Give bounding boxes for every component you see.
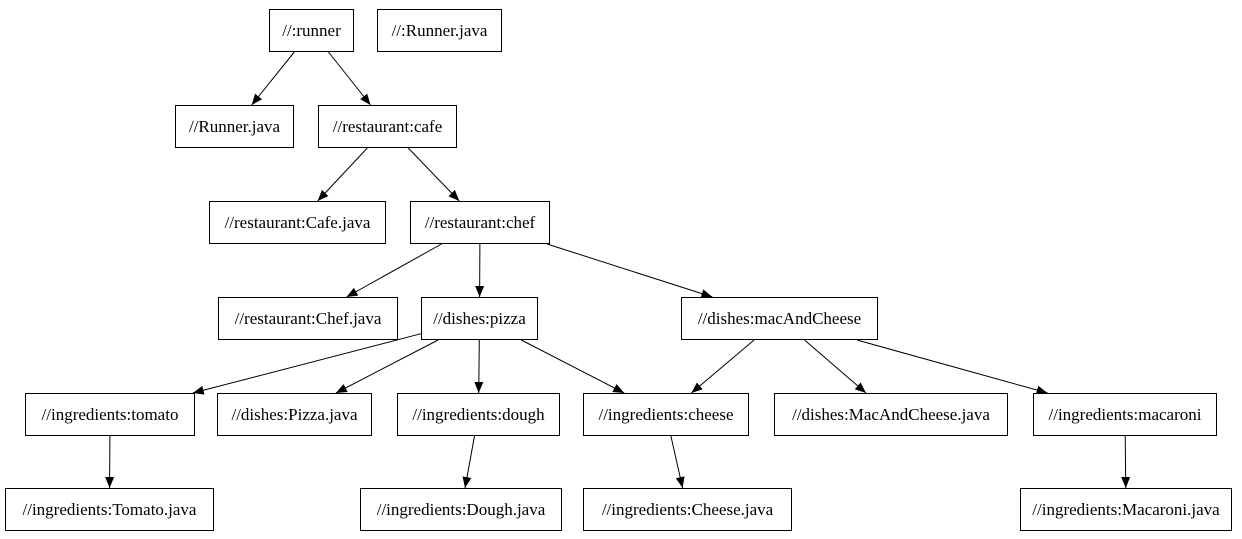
graph-node-macandcheese: //dishes:macAndCheese	[681, 297, 878, 340]
graph-node-label: //:Runner.java	[391, 21, 488, 40]
graph-node-macandcheese-java: //dishes:MacAndCheese.java	[774, 393, 1008, 436]
graph-node-label: //restaurant:cafe	[332, 117, 443, 136]
edge-macandcheese-to-macaroni	[856, 339, 1048, 395]
graph-node-label: //ingredients:tomato	[41, 405, 179, 424]
graph-node-pizza-java: //dishes:Pizza.java	[217, 393, 372, 436]
edge-runner-to-cafe	[328, 51, 371, 106]
graph-node-label: //ingredients:Macaroni.java	[1032, 500, 1220, 519]
edge-runner-to-runner-java	[251, 51, 295, 106]
graph-node-cafe-java: //restaurant:Cafe.java	[209, 201, 386, 244]
edge-macaroni-to-macaroni-java	[1121, 435, 1131, 489]
edge-dough-to-dough-java	[462, 435, 475, 489]
graph-node-macaroni-java: //ingredients:Macaroni.java	[1020, 488, 1232, 531]
graph-node-chef: //restaurant:chef	[410, 201, 550, 244]
graph-node-label: //ingredients:dough	[412, 405, 545, 424]
edge-pizza-to-dough	[474, 339, 484, 394]
graph-node-label: //:runner	[282, 21, 341, 40]
graph-node-label: //Runner.java	[188, 117, 281, 136]
graph-node-cafe: //restaurant:cafe	[318, 105, 457, 148]
graph-node-label: //ingredients:Cheese.java	[601, 500, 774, 519]
graph-node-label: //ingredients:Tomato.java	[22, 500, 197, 519]
graph-node-runner: //:runner	[269, 9, 354, 52]
edge-chef-to-macandcheese	[546, 243, 713, 298]
graph-node-runner-java: //Runner.java	[175, 105, 294, 148]
graph-node-label: //dishes:macAndCheese	[697, 309, 862, 328]
graph-node-label: //restaurant:Cafe.java	[224, 213, 371, 232]
graph-node-label: //dishes:Pizza.java	[231, 405, 358, 424]
edge-cafe-to-chef	[407, 147, 460, 202]
graph-node-dough-java: //ingredients:Dough.java	[360, 488, 562, 531]
edge-cafe-to-cafe-java	[317, 147, 368, 202]
graph-node-dough: //ingredients:dough	[397, 393, 560, 436]
graph-node-label: //ingredients:macaroni	[1048, 405, 1202, 424]
graph-node-runner-java-root: //:Runner.java	[377, 9, 502, 52]
edge-pizza-to-cheese	[521, 339, 625, 394]
graph-node-tomato: //ingredients:tomato	[25, 393, 195, 436]
graph-node-label: //ingredients:cheese	[598, 405, 734, 424]
edge-chef-to-chef-java	[346, 243, 442, 298]
graph-node-cheese: //ingredients:cheese	[583, 393, 749, 436]
graph-node-chef-java: //restaurant:Chef.java	[218, 297, 398, 340]
graph-node-label: //dishes:pizza	[433, 309, 526, 328]
edge-macandcheese-to-cheese	[691, 339, 755, 394]
graph-node-label: //restaurant:chef	[424, 213, 536, 232]
edge-pizza-to-tomato	[192, 333, 422, 395]
edge-macandcheese-to-macandcheese-java	[804, 339, 867, 394]
edge-cheese-to-cheese-java	[670, 435, 685, 489]
graph-node-label: //dishes:MacAndCheese.java	[792, 405, 990, 424]
graph-node-label: //ingredients:Dough.java	[376, 500, 546, 519]
graph-node-pizza: //dishes:pizza	[421, 297, 538, 340]
graph-node-cheese-java: //ingredients:Cheese.java	[583, 488, 792, 531]
edge-pizza-to-pizza-java	[335, 339, 439, 394]
graph-node-tomato-java: //ingredients:Tomato.java	[5, 488, 214, 531]
graph-node-label: //restaurant:Chef.java	[234, 309, 382, 328]
graph-node-macaroni: //ingredients:macaroni	[1033, 393, 1217, 436]
